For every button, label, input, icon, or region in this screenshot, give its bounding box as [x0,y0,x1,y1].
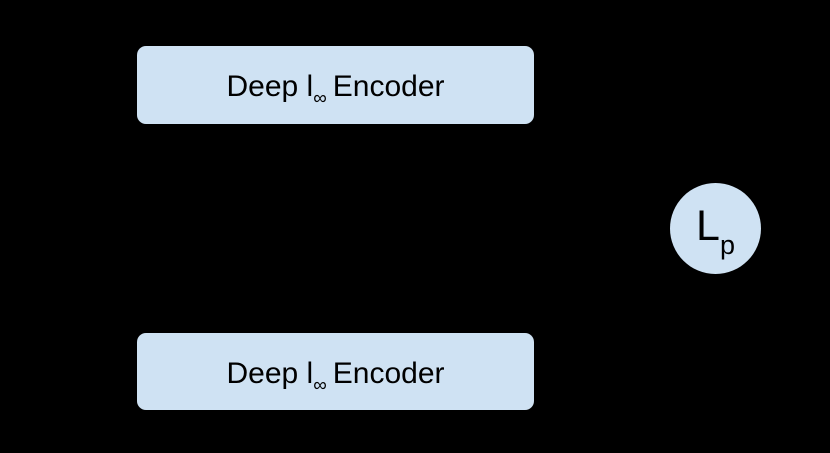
infinity-subscript: ∞ [313,88,327,109]
loss-node-circle: Lp [670,183,761,274]
loss-label-subscript: p [719,230,735,260]
encoder-top-label-tail: Encoder [332,70,445,103]
encoder-top-label-main: Deep l [226,70,314,103]
encoder-bottom-label-tail: Encoder [332,356,445,390]
loss-node-label: Lp [696,202,735,259]
loss-label-main: L [696,202,720,250]
encoder-box-top: Deep l∞Encoder [137,46,534,124]
encoder-top-label: Deep l∞Encoder [226,68,445,109]
encoder-bottom-label: Deep l∞Encoder [226,355,445,395]
encoder-bottom-label-main: Deep l [226,356,314,390]
infinity-subscript: ∞ [313,374,327,396]
encoder-box-bottom: Deep l∞Encoder [137,333,534,410]
